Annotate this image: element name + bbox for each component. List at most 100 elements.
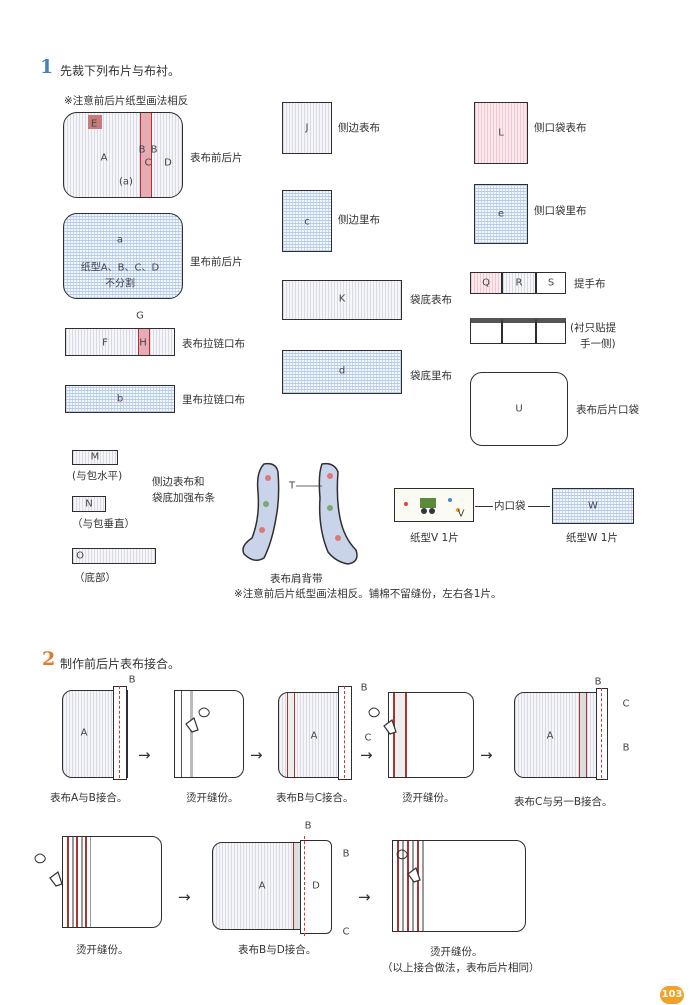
piece-side-pocket-outer [474, 102, 528, 164]
label-pattern-w: 纸型W 1片 [566, 532, 618, 544]
label-N: N [85, 498, 93, 510]
step-number-2: 2 [42, 648, 56, 670]
label-F: F [102, 337, 108, 349]
d7-label-A: A [258, 880, 266, 892]
piece-handle-interfacing-3 [536, 318, 566, 344]
piece-N [72, 496, 106, 512]
d7-label-B1: B [304, 820, 312, 832]
label-front-back-outer: 表布前后片 [190, 152, 243, 164]
label-O: O [76, 550, 84, 562]
label-Q: Q [482, 277, 490, 289]
arrow-line-right [528, 506, 550, 507]
d5-label-A: A [546, 730, 554, 742]
label-a-paren: (a) [119, 176, 133, 188]
pocket-print-icon [404, 498, 460, 514]
piece-side-outer [282, 102, 332, 154]
label-E: E [90, 118, 98, 130]
caption-6: 烫开缝份。 [76, 944, 129, 956]
seam-line-1 [119, 686, 120, 778]
seam-line-4 [304, 836, 305, 936]
label-L: L [498, 127, 504, 139]
diagram-press-4 [392, 840, 526, 932]
seam-line-2 [344, 686, 345, 778]
label-c: c [304, 216, 310, 228]
label-e: e [497, 208, 505, 220]
step-number-1: 1 [40, 56, 54, 78]
diagram-c-b-strip [596, 688, 608, 780]
label-d: d [338, 365, 346, 377]
label-back-pocket: 表布后片口袋 [576, 404, 639, 416]
diagram-press-3 [62, 836, 162, 928]
note-top: ※注意前后片纸型画法相反 [64, 95, 189, 107]
label-B1: B [138, 144, 146, 156]
d3-label-A: A [310, 730, 318, 742]
label-m-note: (与包水平) [72, 470, 123, 482]
label-J: J [305, 122, 309, 134]
label-V: V [457, 508, 465, 520]
iron-steam-icon-3 [34, 853, 63, 887]
section2-title: 制作前后片表布接合。 [60, 657, 181, 671]
diagram-press-1 [174, 690, 244, 778]
label-side-pocket-outer: 侧口袋表布 [534, 122, 587, 134]
caption-3: 表布B与C接合。 [276, 792, 354, 804]
diagram-b-c-strip [338, 686, 352, 780]
label-front-back-lining: 里布前后片 [190, 256, 243, 268]
diagram-c-b [514, 692, 600, 778]
piece-side-lining [282, 190, 332, 252]
label-M: M [90, 451, 100, 463]
label-handle-note-1: (衬只贴提 [570, 322, 617, 334]
piece-M [72, 450, 118, 465]
label-reinforce-1: 侧边表布和 [152, 476, 205, 488]
label-reinforce-2: 袋底加强布条 [152, 492, 215, 504]
label-pattern-v: 纸型V 1片 [410, 532, 459, 544]
piece-bottom-outer [282, 280, 402, 320]
d7-label-B2: B [342, 848, 350, 860]
arrow-line-left [475, 506, 493, 507]
piece-O [72, 548, 156, 564]
arrow-3: → [360, 746, 373, 764]
arrow-5: → [178, 888, 191, 906]
arrow-6: → [358, 888, 371, 906]
piece-bottom-lining [282, 350, 402, 394]
diagram-b-c [278, 692, 348, 778]
label-G: G [136, 310, 144, 322]
d5-label-C: C [622, 698, 630, 710]
caption-5: 表布C与另一B接合。 [514, 796, 613, 808]
piece-handle-R [502, 272, 536, 294]
d7-label-C: C [342, 926, 350, 938]
piece-W [552, 488, 634, 524]
caption-8: 烫开缝份。 [430, 946, 483, 958]
d5-label-B1: B [594, 676, 602, 688]
d1-label-A: A [80, 727, 88, 739]
label-handle-note-2: 手一侧) [580, 338, 616, 350]
final-note: （以上接合做法，表布后片相同） [382, 962, 540, 974]
d1-label-B: B [128, 674, 136, 686]
arrow-2: → [250, 746, 263, 764]
label-A: A [100, 152, 108, 164]
label-T: T [287, 480, 297, 492]
d3-label-C: C [364, 732, 372, 744]
label-D: D [164, 157, 172, 169]
caption-2: 烫开缝份。 [186, 792, 239, 804]
label-side-outer: 侧边表布 [338, 122, 380, 134]
caption-1: 表布A与B接合。 [50, 792, 128, 804]
piece-front-back-outer [63, 112, 183, 198]
piece-side-pocket-lining [474, 184, 528, 244]
diagram-d-piece [300, 840, 332, 934]
iron-steam-icon [185, 707, 210, 733]
d3-label-B: B [360, 682, 368, 694]
caption-7: 表布B与D接合。 [238, 944, 317, 956]
piece-handle-interfacing-2 [502, 318, 536, 344]
arrow-1: → [138, 746, 151, 764]
label-b: b [116, 393, 124, 405]
label-inner-pocket: 内口袋 [494, 500, 526, 512]
piece-handle-Q [470, 272, 502, 294]
label-side-pocket-lining: 侧口袋里布 [534, 205, 587, 217]
shoulder-strap-drawing [242, 462, 358, 565]
seam-line-3 [601, 688, 602, 778]
piece-zipper-lining [65, 385, 175, 413]
label-C: C [144, 157, 152, 169]
label-B2: B [150, 144, 158, 156]
label-bottom-lining: 袋底里布 [410, 370, 452, 382]
d5-label-B2: B [622, 742, 630, 754]
